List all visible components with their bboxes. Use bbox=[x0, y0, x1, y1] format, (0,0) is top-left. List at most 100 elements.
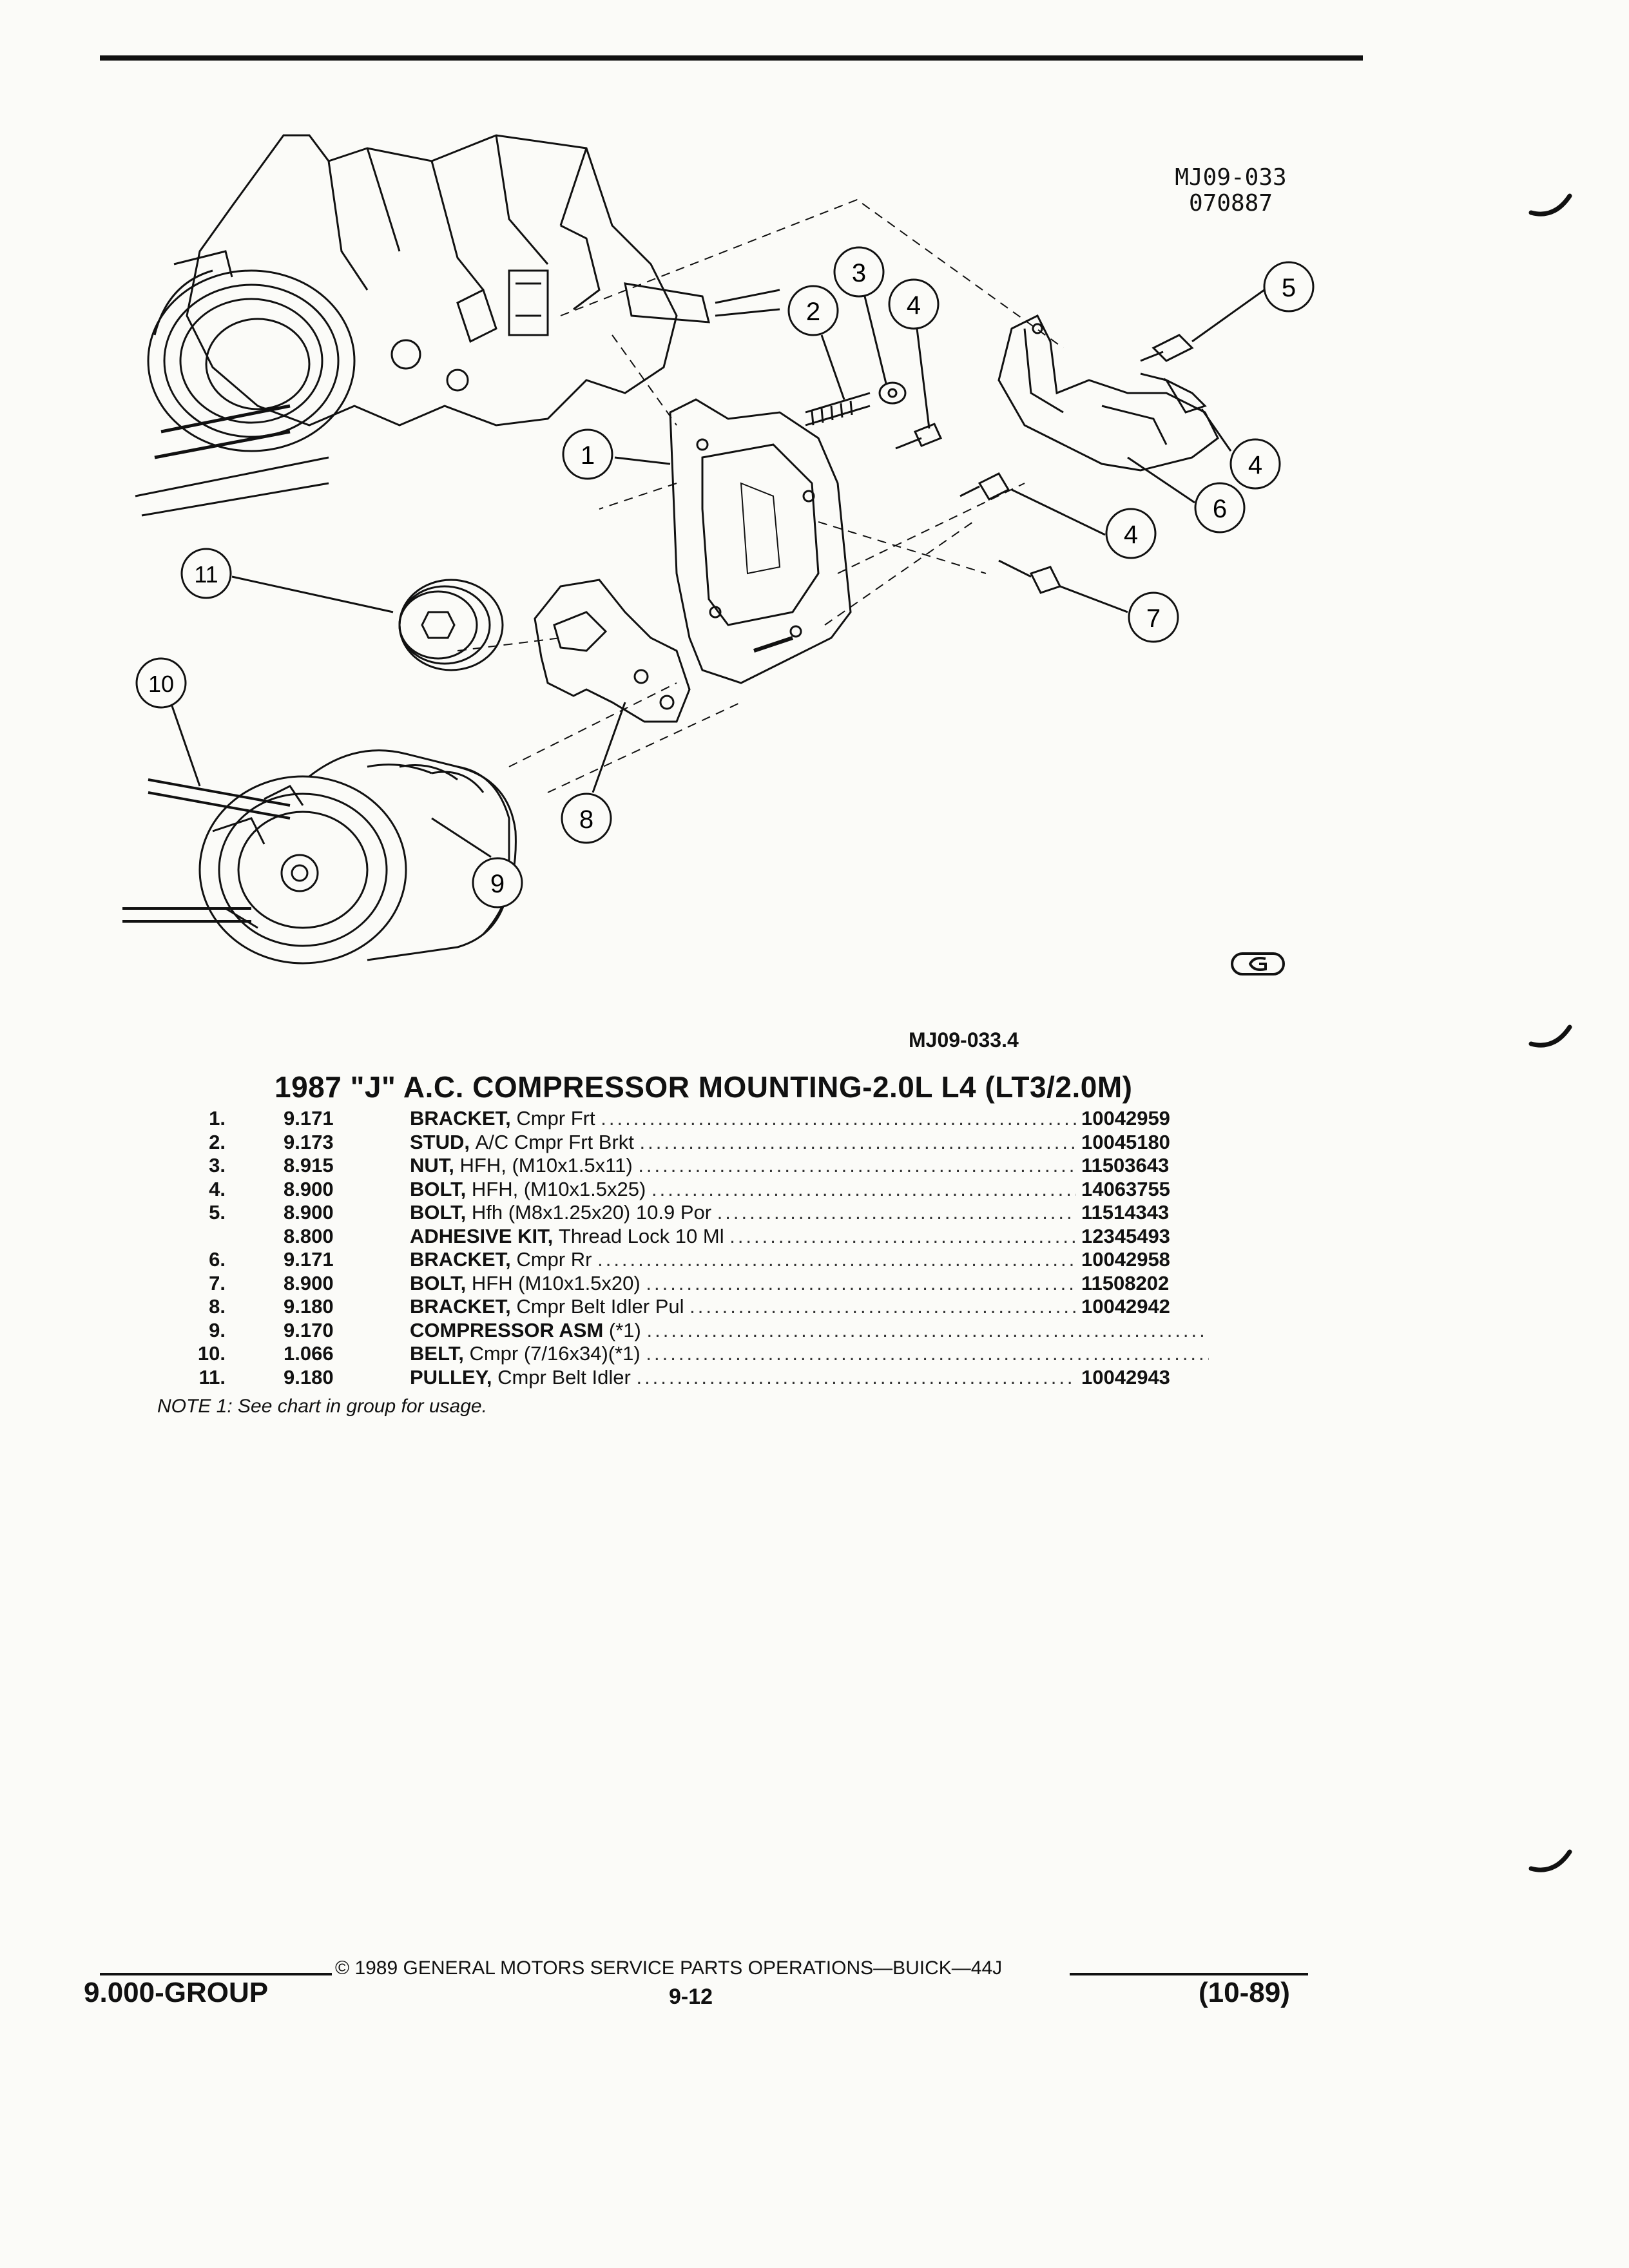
part-name: BOLT, bbox=[410, 1201, 467, 1224]
group-number: 8.900 bbox=[284, 1201, 334, 1224]
part-name: COMPRESSOR ASM bbox=[410, 1318, 604, 1341]
group-number: 8.915 bbox=[284, 1154, 334, 1177]
callout-6-label: 6 bbox=[1213, 495, 1227, 523]
bolt-4-upper-illustration bbox=[895, 423, 943, 450]
nut-illustration bbox=[878, 381, 907, 405]
rear-bracket-illustration bbox=[998, 314, 1219, 472]
part-name: BRACKET, bbox=[410, 1248, 511, 1271]
part-name: BRACKET, bbox=[410, 1107, 511, 1129]
callout-9: 9 bbox=[472, 857, 523, 908]
part-detail: Cmpr (7/16x34)(*1) bbox=[469, 1342, 641, 1365]
idler-bracket-illustration bbox=[534, 579, 691, 723]
belt-illustration bbox=[122, 778, 291, 923]
bolt-4-right-illustration bbox=[1140, 372, 1207, 414]
callout-4a-label: 4 bbox=[907, 291, 921, 320]
callout-group: 1 2 3 4 5 4 6 4 7 8 9 10 11 bbox=[135, 246, 1315, 908]
binder-mark-icon bbox=[1528, 1024, 1572, 1048]
bolt-4-lower-illustration bbox=[959, 472, 1010, 501]
part-number: 14063755 bbox=[1076, 1177, 1210, 1201]
idler-pulley-illustration bbox=[398, 579, 504, 671]
group-number: 9.180 bbox=[284, 1295, 334, 1318]
part-number: 10042942 bbox=[1076, 1295, 1210, 1319]
stud-illustration bbox=[805, 392, 871, 427]
item-number: 11. bbox=[198, 1365, 226, 1389]
part-number: 11503643 bbox=[1076, 1154, 1210, 1178]
binder-mark-icon bbox=[1528, 193, 1572, 216]
callout-5: 5 bbox=[1263, 261, 1315, 312]
item-number: 8. bbox=[209, 1295, 226, 1318]
page-title: 1987 "J" A.C. COMPRESSOR MOUNTING-2.0L L… bbox=[275, 1070, 1133, 1104]
part-description: BELT, Cmpr (7/16x34)(*1) ...............… bbox=[410, 1342, 1209, 1366]
group-number: 9.180 bbox=[284, 1365, 334, 1389]
group-number: 9.171 bbox=[284, 1107, 334, 1129]
part-detail: A/C Cmpr Frt Brkt bbox=[475, 1130, 634, 1153]
part-number: 11514343 bbox=[1076, 1201, 1210, 1225]
leader-lines bbox=[169, 289, 1265, 858]
part-detail: Hfh (M8x1.25x20) 10.9 Por bbox=[471, 1201, 712, 1224]
usage-note: NOTE 1: See chart in group for usage. bbox=[157, 1396, 487, 1417]
part-number: 12345493 bbox=[1076, 1224, 1210, 1248]
bolt-7-illustration bbox=[998, 559, 1062, 594]
item-number: 5. bbox=[209, 1201, 226, 1224]
part-number: 10042958 bbox=[1076, 1248, 1210, 1272]
item-number: 7. bbox=[209, 1271, 226, 1294]
parts-row: 10. 1.066 BELT, Cmpr (7/16x34)(*1) .......… bbox=[161, 1342, 1218, 1366]
callout-10-label: 10 bbox=[148, 671, 174, 697]
part-name: NUT, bbox=[410, 1154, 454, 1177]
footer-group: 9.000-GROUP bbox=[84, 1977, 269, 2008]
callout-4c: 4 bbox=[1105, 508, 1157, 559]
callout-10: 10 bbox=[135, 657, 187, 709]
part-name: BOLT, bbox=[410, 1177, 467, 1200]
callout-4b: 4 bbox=[1229, 438, 1281, 490]
group-number: 8.800 bbox=[284, 1224, 334, 1247]
front-bracket-illustration bbox=[669, 398, 852, 684]
footer-rule-left bbox=[100, 1973, 332, 1975]
part-number: 10042959 bbox=[1076, 1107, 1210, 1131]
exploded-parts-diagram: 1 2 3 4 5 4 6 4 7 8 9 10 11 bbox=[122, 134, 1315, 965]
item-number: 2. bbox=[209, 1130, 226, 1153]
callout-7-label: 7 bbox=[1146, 604, 1161, 633]
group-number: 8.900 bbox=[284, 1177, 334, 1200]
bolt-5-illustration bbox=[1140, 334, 1194, 362]
part-detail: HFH (M10x1.5x20) bbox=[471, 1271, 641, 1294]
item-number: 6. bbox=[209, 1248, 226, 1271]
callout-4b-label: 4 bbox=[1248, 451, 1262, 479]
engine-block-illustration bbox=[135, 134, 780, 517]
gm-logo-icon bbox=[1231, 952, 1285, 975]
leader-dots: ........................................… bbox=[646, 1318, 1209, 1341]
part-number: 10045180 bbox=[1076, 1130, 1210, 1154]
footer-rule-right bbox=[1070, 1973, 1308, 1975]
callout-4a: 4 bbox=[888, 278, 940, 330]
callout-7: 7 bbox=[1128, 591, 1179, 643]
group-number: 8.900 bbox=[284, 1271, 334, 1294]
part-detail: Cmpr Belt Idler Pul bbox=[516, 1295, 684, 1318]
part-name: ADHESIVE KIT, bbox=[410, 1224, 554, 1247]
group-number: 9.173 bbox=[284, 1130, 334, 1153]
callout-2: 2 bbox=[787, 285, 839, 336]
part-detail: Cmpr Rr bbox=[516, 1248, 592, 1271]
part-detail: Cmpr Frt bbox=[516, 1107, 595, 1129]
callout-11: 11 bbox=[180, 548, 232, 599]
figure-code-line2: 070887 bbox=[1188, 190, 1273, 216]
callout-1-label: 1 bbox=[581, 441, 595, 470]
callout-8-label: 8 bbox=[579, 805, 593, 834]
item-number: 10. bbox=[197, 1342, 226, 1365]
callout-8: 8 bbox=[561, 793, 612, 844]
part-detail: Cmpr Belt Idler bbox=[497, 1365, 631, 1389]
item-number: 1. bbox=[209, 1107, 226, 1129]
group-number: 1.066 bbox=[284, 1342, 334, 1365]
part-detail: (*1) bbox=[608, 1318, 641, 1341]
footer-copyright: © 1989 GENERAL MOTORS SERVICE PARTS OPER… bbox=[335, 1957, 1003, 1979]
figure-code: MJ09-033 070887 bbox=[1153, 165, 1308, 216]
part-name: STUD, bbox=[410, 1130, 470, 1153]
item-number: 9. bbox=[209, 1318, 226, 1341]
